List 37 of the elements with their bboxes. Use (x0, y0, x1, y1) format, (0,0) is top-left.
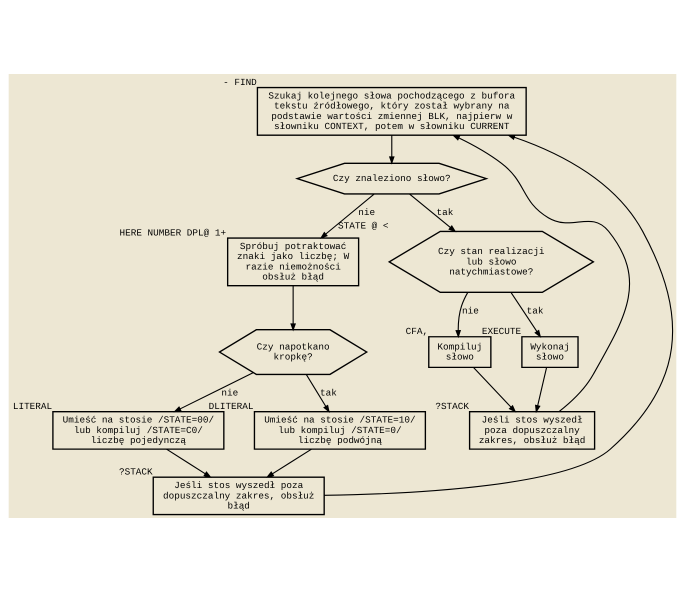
arrow (534, 368, 548, 414)
arrow (409, 194, 456, 232)
node-label: EXECUTE (482, 326, 522, 338)
arrow (290, 286, 296, 332)
node-box: Umieść na stosie /STATE=10/ lub kompiluj /STATE=0/ liczbę podwójną (254, 411, 426, 450)
node-box: Jeśli stos wyszedł poza dopuszczalny zakres, obsłuż błąd (152, 476, 325, 516)
edge-label: nie (462, 306, 479, 317)
arrow (173, 372, 254, 412)
node-label: DLITERAL (208, 400, 254, 412)
node-box: Umieść na stosie /STATE=00/ lub kompiluj /STATE=C0/ liczbę pojedynczą (52, 411, 225, 450)
arrow (510, 292, 542, 338)
node-label: STATE @ < (338, 220, 389, 232)
edge-label: nie (221, 387, 238, 398)
arrow (452, 134, 630, 412)
arrow (324, 134, 673, 496)
node-box: Spróbuj potraktować znaki jako liczbę; W razie niemożności obsłuż błąd (226, 237, 360, 286)
node-label: - FIND (223, 76, 257, 88)
arrow (320, 194, 374, 239)
arrow (166, 448, 212, 478)
node-label: ?STACK (118, 466, 153, 478)
node-box: Kompiluj słowo (428, 336, 492, 368)
node-label: ?STACK (435, 400, 469, 412)
edge-label: tak (526, 306, 544, 317)
arrow (306, 374, 330, 414)
node-box: Jeśli stos wyszedł poza dopuszczalny zakres, obsłuż błąd (468, 411, 596, 450)
node-label: HERE NUMBER DPL@ 1+ (120, 227, 226, 238)
node-box: Szukaj kolejnego słowa pochodzącego z bufora tekstu źródłowego, który został wybrany na podstawie wartości zmiennej BLK, najpierw w słowniku CONTEXT, potem w słowniku CURRENT (256, 86, 527, 136)
arrow (388, 136, 395, 165)
edge-label: nie (358, 206, 376, 218)
edge-label: tak (320, 387, 337, 398)
arrow (455, 292, 468, 338)
node-box: Wykonaj słowo (521, 336, 579, 368)
arrow (266, 448, 312, 478)
edge-label: tak (436, 206, 454, 218)
arrow (473, 367, 516, 413)
node-label: CFA, (406, 326, 428, 338)
node-label: LITERAL (12, 400, 52, 412)
